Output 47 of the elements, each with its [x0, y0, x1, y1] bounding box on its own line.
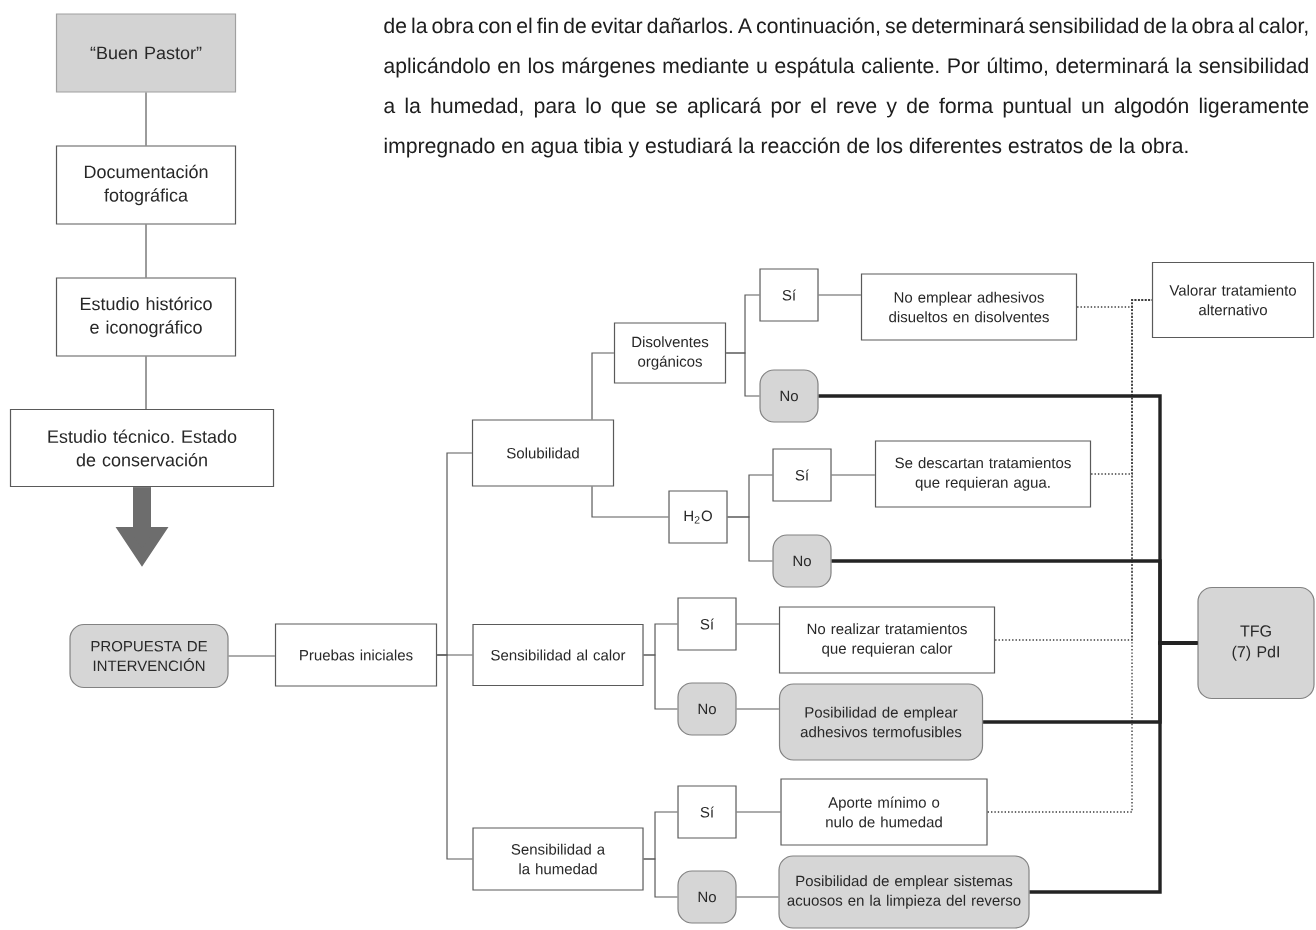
- rounded-box: Posibilidad de emplear adhesivos termofusibles: [778, 683, 984, 761]
- paragraph-text: de la obra con el fin de evitar dañarlos. A continuación, se determinará sensibilidad de la obra al calor, aplicándolo en los márgenes mediante u espátula caliente. Por último, determinará la sensibilidad a la humedad, para lo que se aplicará por el reve y de forma puntual un algodón ligeramente impregnado en agua tibia y estudiará la reacción de los diferentes estratos de la obra.: [384, 17, 1309, 158]
- rounded-box: PROPUESTA DE INTERVENCIÓN: [69, 623, 229, 689]
- process-box: Sí: [759, 268, 819, 322]
- process-box: No realizar tratamientos que requieran calor: [778, 606, 996, 674]
- connector-line: [736, 811, 781, 813]
- process-box: Documentación fotográfica: [55, 145, 237, 225]
- process-box: Estudio técnico. Estado de conservación: [9, 408, 275, 488]
- connector-line: [725, 352, 760, 397]
- connector-line: [228, 655, 276, 657]
- process-box: Pruebas iniciales: [274, 623, 438, 687]
- process-box: Sensibilidad a la humedad: [472, 827, 644, 891]
- process-box: Valorar tratamiento alternativo: [1151, 261, 1315, 339]
- connector-line: [1029, 641, 1198, 894]
- rounded-box: TFG (7) PdI: [1197, 586, 1315, 700]
- connector-line: [145, 356, 147, 410]
- process-box: Solubilidad: [471, 419, 615, 487]
- process-box: Sí: [677, 785, 737, 839]
- process-box: Aporte mínimo o nulo de humedad: [780, 778, 988, 846]
- process-box: Sí: [772, 448, 832, 502]
- connector-line: [736, 623, 780, 625]
- connector-line: [145, 224, 147, 278]
- connector-line: [643, 654, 678, 710]
- connector-line: [591, 352, 615, 420]
- connector-line: [818, 294, 862, 296]
- connector-line: [831, 474, 876, 476]
- rounded-box: No: [772, 534, 832, 588]
- title-box: “Buen Pastor”: [55, 13, 237, 93]
- connector-line: [591, 486, 669, 518]
- process-box: Se descartan tratamientos que requieran agua.: [874, 440, 1092, 508]
- connector-line: [145, 92, 147, 146]
- rounded-box: Posibilidad de emplear sistemas acuosos en la limpieza del reverso: [778, 855, 1030, 929]
- connector-line: [436, 654, 473, 860]
- process-box: Sí: [677, 597, 737, 651]
- rounded-box: No: [677, 870, 737, 924]
- process-box: No emplear adhesivos disueltos en disolventes: [860, 273, 1078, 341]
- process-box: Estudio histórico e iconográfico: [55, 277, 237, 357]
- dotted-connector: [986, 299, 1153, 813]
- rounded-box: No: [677, 682, 737, 736]
- process-box: Disolventes orgánicos: [613, 322, 727, 384]
- connector-line: [643, 858, 678, 898]
- connector-line: [727, 516, 773, 562]
- connector-line: [736, 896, 779, 898]
- connector-line: [736, 708, 780, 710]
- rounded-box: No: [759, 369, 819, 423]
- process-box: H$_{2}$O: [668, 490, 728, 544]
- process-box: Sensibilidad al calor: [472, 623, 644, 687]
